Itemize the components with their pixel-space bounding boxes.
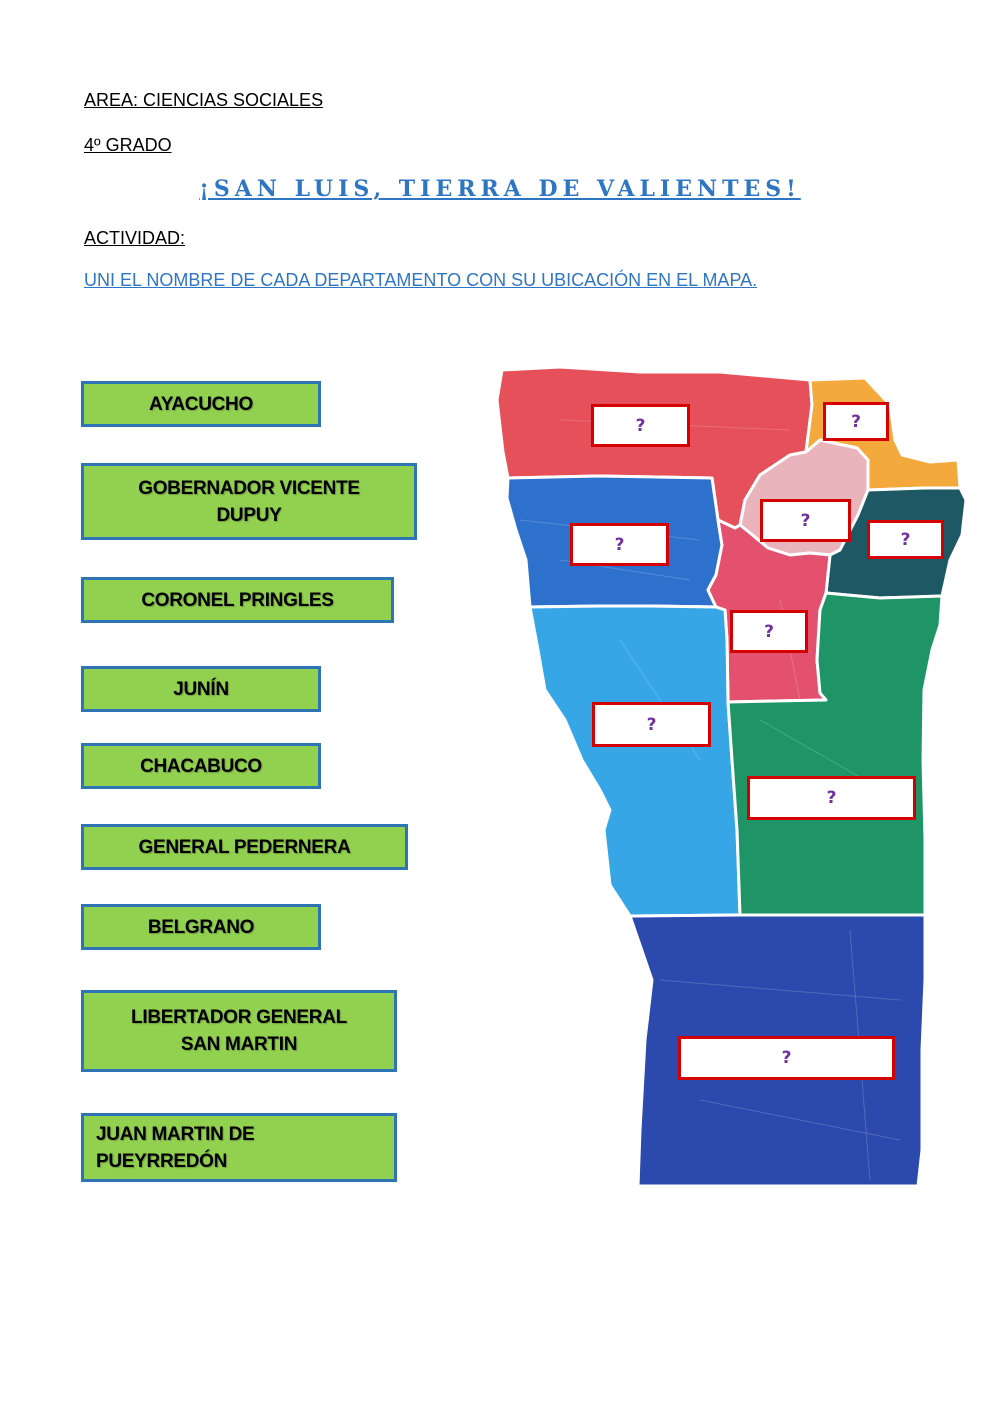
drop-zone-north-east[interactable]: ? — [823, 402, 889, 441]
grade-label: 4º GRADO — [84, 135, 172, 155]
activity-label: ACTIVIDAD: — [84, 228, 186, 248]
department-junin[interactable]: JUNÍN — [81, 666, 321, 712]
department-label: JUNÍN — [173, 678, 229, 700]
drop-zone-west-blue[interactable]: ? — [570, 523, 669, 566]
drop-zone-east-teal[interactable]: ? — [867, 520, 944, 559]
department-label: BELGRANO — [147, 916, 255, 938]
department-general-pedernera[interactable]: GENERAL PEDERNERA — [81, 824, 408, 870]
instruction-text: UNI EL NOMBRE DE CADA DEPARTAMENTO CON S… — [84, 270, 758, 290]
department-gobernador-vicente-dupuy[interactable]: GOBERNADOR VICENTE DUPUY — [81, 463, 417, 540]
department-chacabuco[interactable]: CHACABUCO — [81, 743, 321, 789]
department-label: AYACUCHO — [149, 393, 253, 415]
department-label-line2: SAN MARTIN — [180, 1034, 298, 1055]
department-label-line2: PUEYRREDÓN — [96, 1150, 228, 1172]
map-region-sky-blue — [528, 604, 742, 918]
department-ayacucho[interactable]: AYACUCHO — [81, 381, 321, 427]
page-title: ¡SAN LUIS, TIERRA DE VALIENTES! — [199, 176, 801, 202]
department-label: LIBERTADOR GENERAL — [131, 1007, 347, 1028]
area-label: AREA: CIENCIAS SOCIALES — [84, 90, 324, 110]
department-label-line2: DUPUY — [216, 504, 282, 526]
department-coronel-pringles[interactable]: CORONEL PRINGLES — [81, 577, 394, 623]
department-label: CHACABUCO — [140, 755, 262, 777]
department-belgrano[interactable]: BELGRANO — [81, 904, 321, 950]
department-label: JUAN MARTIN DE — [96, 1123, 255, 1145]
drop-zone-center-red[interactable]: ? — [730, 610, 808, 653]
drop-zone-center-pink[interactable]: ? — [760, 499, 851, 542]
drop-zone-green[interactable]: ? — [747, 776, 916, 820]
department-juan-martin-de-pueyrredon[interactable]: JUAN MARTIN DE PUEYRREDÓN — [81, 1113, 397, 1182]
drop-zone-sky-blue[interactable]: ? — [592, 702, 711, 747]
department-label: GENERAL PEDERNERA — [138, 836, 351, 858]
department-label: CORONEL PRINGLES — [141, 589, 334, 611]
drop-zone-south-navy[interactable]: ? — [678, 1036, 895, 1080]
drop-zone-north-west[interactable]: ? — [591, 404, 690, 447]
department-label: GOBERNADOR VICENTE — [138, 477, 360, 499]
department-libertador-general-san-martin[interactable]: LIBERTADOR GENERAL SAN MARTIN — [81, 990, 397, 1072]
